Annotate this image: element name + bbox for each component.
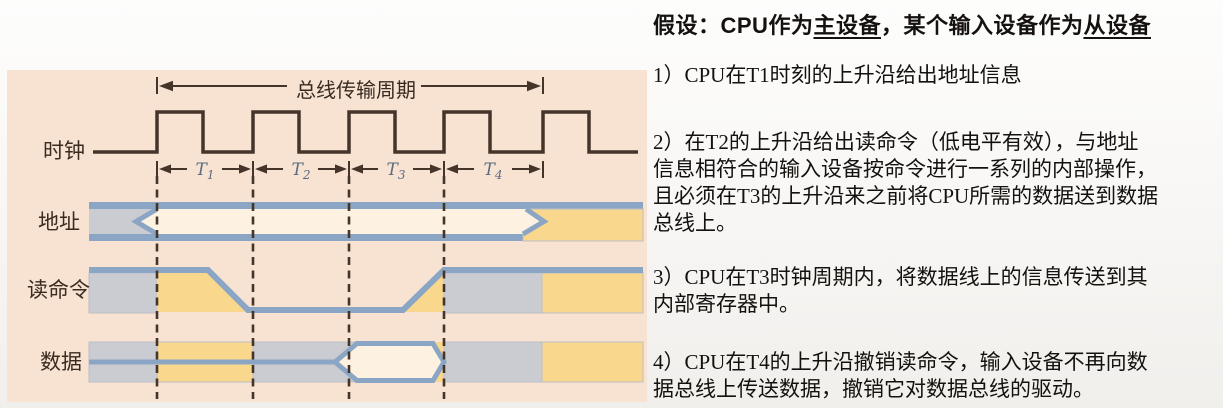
clock-label: 时钟	[43, 139, 85, 163]
address-label: 地址	[38, 210, 80, 234]
t2-arrowhead-right-icon	[335, 164, 347, 174]
readcmd-gray-left	[88, 272, 158, 314]
note-line: 总线上。	[653, 211, 737, 235]
notes-column: 假设：CPU作为主设备，某个输入设备作为从设备 1）CPU在T1时刻的上升沿给出…	[653, 0, 1218, 408]
note-line: 1）CPU在T1时刻的上升沿给出地址信息	[653, 63, 1022, 87]
note-item-2: 2）在T2的上升沿给出读命令（低电平有效），与地址 信息相符合的输入设备按命令进…	[653, 129, 1158, 237]
data-valid-hexagon	[331, 341, 447, 383]
clock-waveform	[93, 110, 638, 154]
note-line: 3）CPU在T3时钟周期内，将数据线上的信息传送到其	[653, 265, 1148, 289]
address-close-chevron-icon	[521, 206, 549, 237]
note-item-1: 1）CPU在T1时刻的上升沿给出地址信息	[653, 62, 1022, 89]
readcmd-gray-right	[443, 272, 543, 314]
master-device-underlined: 主设备	[813, 13, 881, 38]
address-valid-fill	[136, 209, 544, 234]
period-label-t2: T2	[292, 160, 311, 182]
note-line: 4）CPU在T4的上升沿撤销读命令，输入设备不再向数	[653, 350, 1148, 374]
address-open-chevron-icon	[131, 206, 159, 237]
heading-text: 假设：CPU作为	[653, 13, 814, 38]
period-label-t4: T4	[484, 160, 503, 182]
note-line: 且必须在T3的上升沿来之前将CPU所需的数据送到数据	[653, 184, 1159, 208]
address-bottom-stripe	[89, 234, 525, 241]
period-markers	[156, 161, 544, 178]
note-item-4: 4）CPU在T4的上升沿撤销读命令，输入设备不再向数 据总线上传送数据，撤销它对…	[653, 349, 1148, 403]
address-gray-fill	[89, 209, 157, 234]
timing-diagram-panel: 总线传输周期	[7, 70, 647, 402]
bus-cycle-span	[156, 77, 544, 94]
t4-arrowhead-left-icon	[446, 164, 458, 174]
t2-arrowhead-left-icon	[255, 164, 267, 174]
readcmd-waveform	[89, 267, 643, 313]
note-line: 据总线上传送数据，撤销它对数据总线的驱动。	[653, 377, 1094, 401]
cycle-arrowhead-left-icon	[159, 80, 173, 92]
t1-arrowhead-right-icon	[239, 164, 251, 174]
data-yellow-right	[541, 341, 644, 383]
period-label-t1: T1	[196, 160, 215, 182]
period-boundary-dashes	[155, 176, 446, 399]
cycle-arrowhead-right-icon	[527, 80, 541, 92]
assumption-heading: 假设：CPU作为主设备，某个输入设备作为从设备	[653, 8, 1151, 40]
read-cmd-label: 读命令	[27, 278, 90, 302]
t3-arrowhead-left-icon	[351, 164, 363, 174]
data-label: 数据	[40, 350, 82, 374]
readcmd-yellow-left	[157, 273, 248, 312]
data-signal	[88, 341, 644, 383]
note-line: 信息相符合的输入设备按命令进行一系列的内部操作，	[653, 157, 1157, 181]
address-top-stripe	[89, 202, 643, 209]
note-item-3: 3）CPU在T3时钟周期内，将数据线上的信息传送到其 内部寄存器中。	[653, 264, 1148, 318]
bus-cycle-title: 总线传输周期	[296, 79, 416, 102]
data-gray-right	[443, 341, 543, 383]
timing-diagram: 总线传输周期	[27, 77, 644, 399]
heading-text: ，某个输入设备作为	[880, 13, 1084, 38]
t3-arrowhead-right-icon	[430, 164, 442, 174]
note-line: 内部寄存器中。	[653, 292, 800, 316]
read-command-signal	[88, 267, 644, 314]
note-line: 2）在T2的上升沿给出读命令（低电平有效），与地址	[653, 130, 1139, 154]
address-signal	[89, 202, 644, 242]
t4-arrowhead-right-icon	[529, 164, 541, 174]
readcmd-yellow-right	[541, 272, 644, 314]
slave-device-underlined: 从设备	[1083, 13, 1151, 38]
period-label-t3: T3	[387, 160, 406, 182]
t1-arrowhead-left-icon	[159, 164, 171, 174]
